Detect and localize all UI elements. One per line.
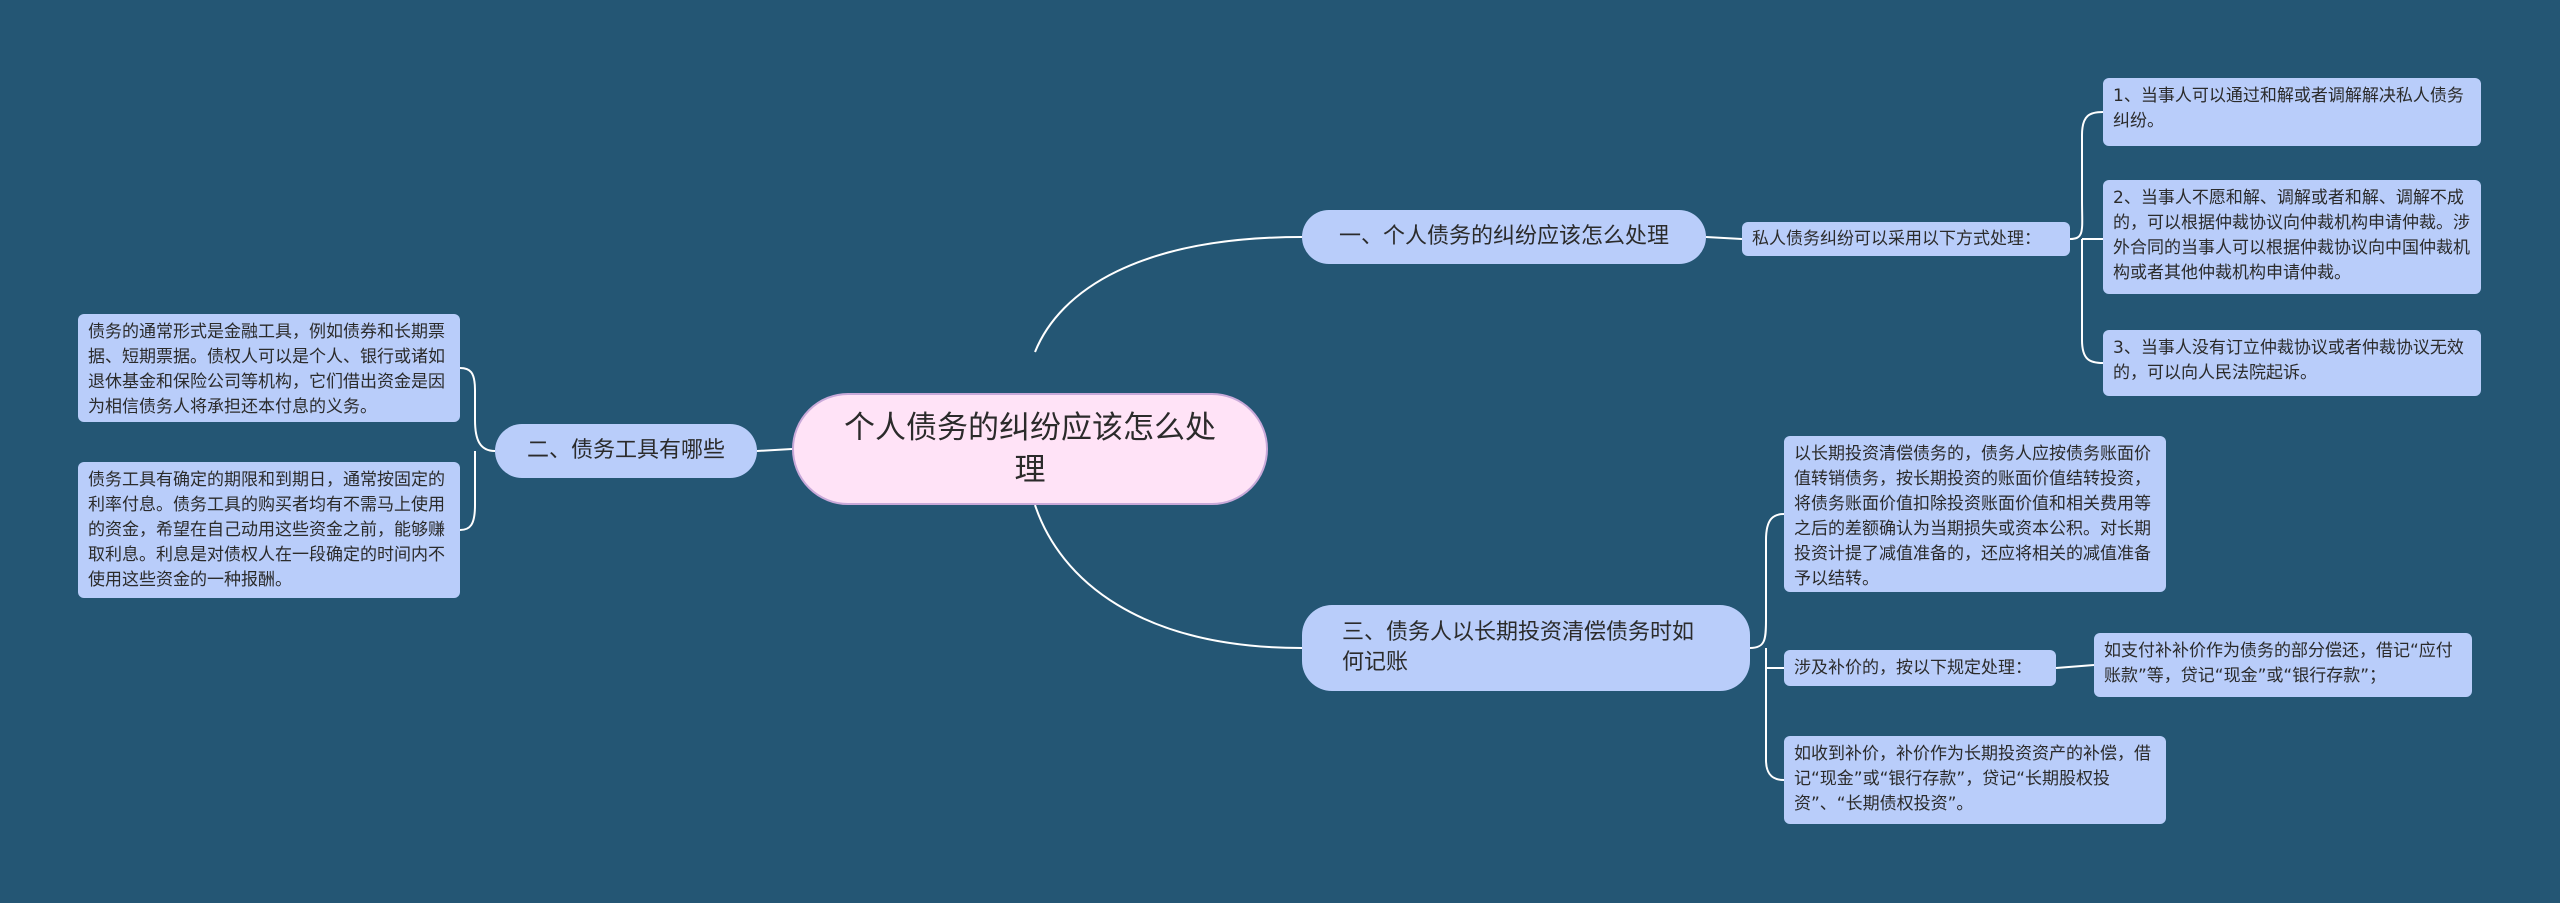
leaf-node[interactable]: 2、当事人不愿和解、调解或者和解、调解不成的，可以根据仲裁协议向仲裁机构申请仲裁… bbox=[2103, 180, 2481, 294]
leaf-text: 如收到补价，补价作为长期投资资产的补偿，借记“现金”或“银行存款”，贷记“长期股… bbox=[1794, 744, 2151, 814]
edge-root-b1 bbox=[1034, 236, 1303, 353]
edge-sub-leaf bbox=[2055, 664, 2095, 669]
leaf-node[interactable]: 以长期投资清偿债务的，债务人应按债务账面价值转销债务，按长期投资的账面价值结转投… bbox=[1784, 436, 2166, 592]
sub-label: 涉及补价的，按以下规定处理： bbox=[1794, 658, 2032, 678]
leaf-text: 3、当事人没有订立仲裁协议或者仲裁协议无效的，可以向人民法院起诉。 bbox=[2113, 338, 2464, 383]
leaf-text: 债务工具有确定的期限和到期日，通常按固定的利率付息。债务工具的购买者均有不需马上… bbox=[88, 470, 445, 590]
edge-root-b2 bbox=[756, 448, 793, 452]
intro-label: 私人债务纠纷可以采用以下方式处理： bbox=[1752, 229, 2041, 249]
edge-intro-leaves bbox=[2069, 111, 2104, 364]
branch-dispute-handling[interactable]: 一、个人债务的纠纷应该怎么处理 bbox=[1302, 210, 1706, 264]
sub-node[interactable]: 涉及补价的，按以下规定处理： bbox=[1784, 650, 2056, 686]
branch-label: 三、债务人以长期投资清偿债务时如何记账 bbox=[1342, 620, 1695, 675]
leaf-text: 2、当事人不愿和解、调解或者和解、调解不成的，可以根据仲裁协议向仲裁机构申请仲裁… bbox=[2113, 188, 2470, 283]
leaf-node[interactable]: 1、当事人可以通过和解或者调解解决私人债务纠纷。 bbox=[2103, 78, 2481, 146]
edge-b2-leaves bbox=[459, 367, 496, 531]
leaf-node[interactable]: 债务工具有确定的期限和到期日，通常按固定的利率付息。债务工具的购买者均有不需马上… bbox=[78, 462, 460, 598]
branch-long-term-investment[interactable]: 三、债务人以长期投资清偿债务时如何记账 bbox=[1302, 605, 1750, 691]
branch-label: 一、个人债务的纠纷应该怎么处理 bbox=[1338, 224, 1669, 249]
leaf-text: 1、当事人可以通过和解或者调解解决私人债务纠纷。 bbox=[2113, 86, 2464, 131]
leaf-text: 以长期投资清偿债务的，债务人应按债务账面价值转销债务，按长期投资的账面价值结转投… bbox=[1794, 444, 2151, 589]
branch-label: 二、债务工具有哪些 bbox=[526, 438, 725, 463]
edge-root-b3 bbox=[1034, 504, 1303, 649]
leaf-text: 如支付补补价作为债务的部分偿还，借记“应付账款”等，贷记“现金”或“银行存款”； bbox=[2104, 641, 2453, 686]
leaf-node[interactable]: 债务的通常形式是金融工具，例如债券和长期票据、短期票据。债权人可以是个人、银行或… bbox=[78, 314, 460, 422]
leaf-node[interactable]: 3、当事人没有订立仲裁协议或者仲裁协议无效的，可以向人民法院起诉。 bbox=[2103, 330, 2481, 396]
root-topic-label: 个人债务的纠纷应该怎么处理 bbox=[844, 410, 1216, 488]
leaf-node[interactable]: 如支付补补价作为债务的部分偿还，借记“应付账款”等，贷记“现金”或“银行存款”； bbox=[2094, 633, 2472, 697]
intro-node[interactable]: 私人债务纠纷可以采用以下方式处理： bbox=[1742, 222, 2070, 256]
root-topic[interactable]: 个人债务的纠纷应该怎么处理 bbox=[792, 393, 1268, 505]
leaf-text: 债务的通常形式是金融工具，例如债券和长期票据、短期票据。债权人可以是个人、银行或… bbox=[88, 322, 445, 417]
edge-b3-subs bbox=[1749, 513, 1785, 781]
leaf-node[interactable]: 如收到补价，补价作为长期投资资产的补偿，借记“现金”或“银行存款”，贷记“长期股… bbox=[1784, 736, 2166, 824]
branch-debt-instruments[interactable]: 二、债务工具有哪些 bbox=[495, 424, 757, 478]
edge-b1-intro bbox=[1705, 236, 1743, 240]
